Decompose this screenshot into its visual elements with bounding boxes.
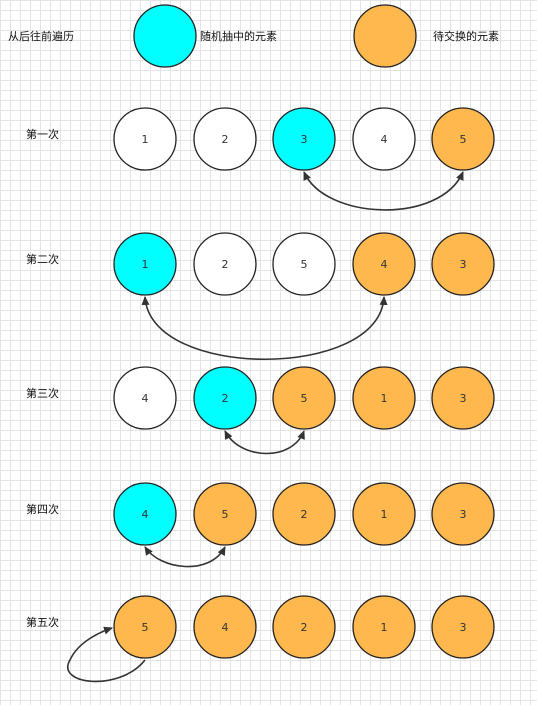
node-circle (431, 366, 495, 430)
array-node: 1 (352, 595, 416, 659)
node-value: 4 (142, 392, 149, 405)
array-node: 2 (272, 595, 336, 659)
array-node: 2 (193, 107, 257, 171)
array-node: 5 (113, 595, 177, 659)
legend-random-swatch (133, 4, 197, 68)
row-label: 第四次 (26, 502, 59, 516)
array-node: 3 (431, 366, 495, 430)
header-title: 从后往前遍历 (8, 29, 74, 43)
node-circle (193, 366, 257, 430)
node-value: 1 (381, 621, 388, 634)
node-circle (113, 482, 177, 546)
array-node: 4 (113, 482, 177, 546)
array-node: 3 (431, 595, 495, 659)
node-circle (272, 366, 336, 430)
node-value: 3 (460, 508, 467, 521)
array-node: 3 (431, 232, 495, 296)
node-value: 3 (460, 621, 467, 634)
node-value: 5 (460, 133, 467, 146)
node-value: 1 (142, 133, 149, 146)
node-circle (352, 232, 416, 296)
legend-swap-label: 待交换的元素 (433, 29, 499, 43)
node-circle (352, 107, 416, 171)
node-circle (193, 482, 257, 546)
node-circle (352, 482, 416, 546)
node-circle (431, 232, 495, 296)
row-2: 第二次 1 2 5 4 3 (26, 232, 495, 361)
array-node: 2 (193, 366, 257, 430)
swap-arrow (144, 546, 226, 568)
node-circle (193, 107, 257, 171)
legend-swap-swatch (353, 4, 417, 68)
node-value: 2 (222, 392, 229, 405)
node-value: 1 (381, 392, 388, 405)
node-value: 5 (222, 508, 229, 521)
swap-arrow (224, 430, 305, 455)
rows-layer: 第一次 1 2 3 4 5 第二次 1 2 5 4 3 第三次 4 2 5 1 3 第四次 4 5 2 1 3 第五次 5 4 2 1 3 (26, 107, 495, 683)
array-node: 1 (113, 107, 177, 171)
node-circle (352, 366, 416, 430)
node-value: 3 (301, 133, 308, 146)
node-circle (193, 232, 257, 296)
node-value: 4 (142, 508, 149, 521)
node-circle (193, 595, 257, 659)
legend-swap-item: 待交换的元素 (353, 4, 499, 68)
node-value: 5 (301, 392, 308, 405)
array-node: 4 (352, 107, 416, 171)
node-value: 1 (381, 508, 388, 521)
legend-random-label: 随机抽中的元素 (200, 29, 277, 43)
node-circle (113, 366, 177, 430)
node-circle (272, 482, 336, 546)
array-node: 1 (352, 482, 416, 546)
node-value: 4 (381, 133, 388, 146)
array-node: 4 (113, 366, 177, 430)
node-value: 5 (142, 621, 149, 634)
row-4: 第四次 4 5 2 1 3 (26, 482, 495, 568)
array-node: 5 (272, 232, 336, 296)
swap-arrow (303, 171, 464, 211)
row-1: 第一次 1 2 3 4 5 (26, 107, 495, 211)
node-circle (113, 232, 177, 296)
node-circle (352, 595, 416, 659)
array-node: 4 (352, 232, 416, 296)
swap-arrow (67, 626, 146, 683)
node-value: 4 (222, 621, 229, 634)
node-circle (431, 107, 495, 171)
array-node: 5 (193, 482, 257, 546)
array-node: 2 (193, 232, 257, 296)
node-circle (431, 595, 495, 659)
row-label: 第五次 (26, 615, 59, 629)
node-value: 2 (301, 508, 308, 521)
node-value: 2 (301, 621, 308, 634)
node-circle (272, 107, 336, 171)
node-value: 5 (301, 258, 308, 271)
swap-arrow (141, 296, 388, 361)
row-5: 第五次 5 4 2 1 3 (26, 595, 495, 683)
row-label: 第二次 (26, 252, 59, 266)
node-value: 2 (222, 133, 229, 146)
node-circle (272, 232, 336, 296)
array-node: 1 (113, 232, 177, 296)
node-value: 3 (460, 392, 467, 405)
array-node: 2 (272, 482, 336, 546)
array-node: 3 (431, 482, 495, 546)
array-node: 4 (193, 595, 257, 659)
node-circle (113, 595, 177, 659)
node-value: 3 (460, 258, 467, 271)
node-circle (431, 482, 495, 546)
node-circle (272, 595, 336, 659)
node-value: 2 (222, 258, 229, 271)
row-label: 第三次 (26, 386, 59, 400)
node-circle (113, 107, 177, 171)
node-value: 4 (381, 258, 388, 271)
array-node: 1 (352, 366, 416, 430)
array-node: 5 (272, 366, 336, 430)
array-node: 3 (272, 107, 336, 171)
node-value: 1 (142, 258, 149, 271)
row-3: 第三次 4 2 5 1 3 (26, 366, 495, 455)
array-node: 5 (431, 107, 495, 171)
legend-random-item: 随机抽中的元素 (133, 4, 277, 68)
row-label: 第一次 (26, 127, 59, 141)
